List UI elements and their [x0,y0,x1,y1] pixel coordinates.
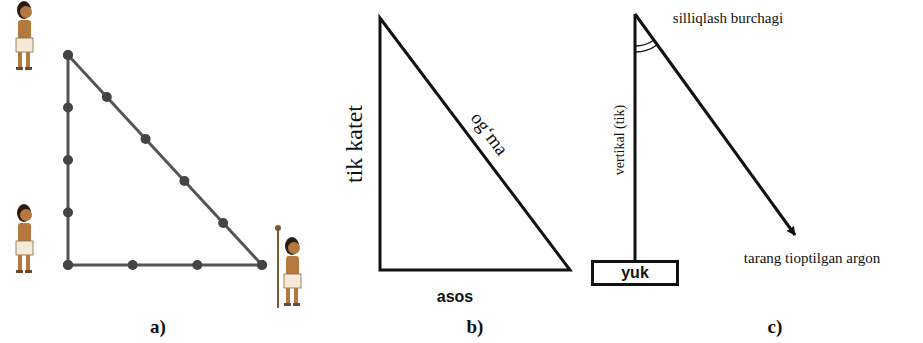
rope-knot [257,260,267,270]
rope-knot [128,260,138,270]
panel-label: b) [467,317,484,338]
rope-knot [179,176,189,186]
egyptian-figure [16,1,33,70]
hypotenuse-label: og‘ma [466,108,512,159]
rope-knot [63,50,73,60]
rope-knot [63,208,73,218]
rope-knot [141,134,151,144]
side-label: tik katet [341,105,367,183]
rope-knot [192,260,202,270]
string-label: tarang tioptilgan argon [744,250,880,267]
rope-knot [63,155,73,165]
rope-knot [63,260,73,270]
rope-knot [63,103,73,113]
weight-label: yuk [600,264,670,282]
rope-knot [63,260,73,270]
rope-knot [63,50,73,60]
egyptian-figure [284,237,301,306]
line-label: vertikal (tik) [612,105,627,175]
angle-label: silliqlash burchagi [673,10,783,27]
rope-knot [257,260,267,270]
panel-label: c) [768,317,783,338]
base-label: asos [437,288,473,306]
weight-box: yuk [591,260,679,286]
rope-knot [218,218,228,228]
egyptian-figure [16,204,33,273]
panel-label: a) [150,317,166,338]
rope-knot [102,92,112,102]
